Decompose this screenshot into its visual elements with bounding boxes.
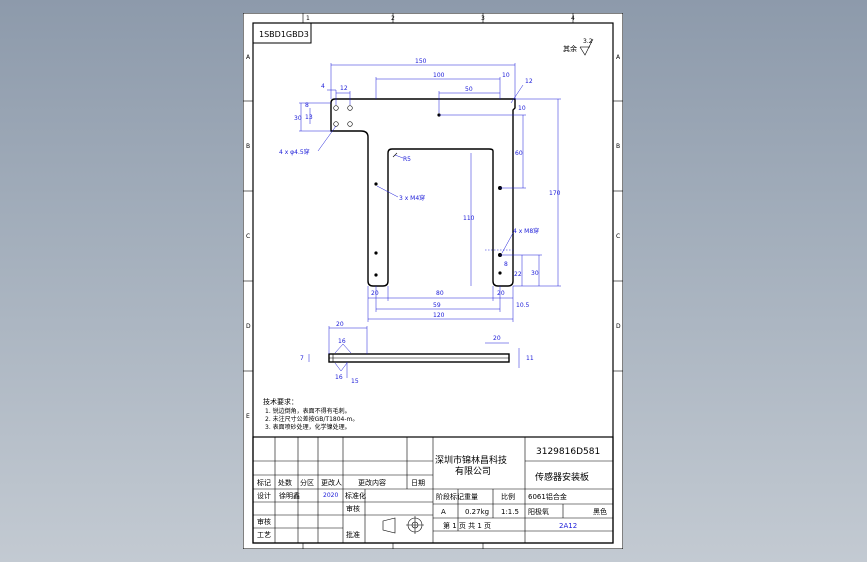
design-label: 设计 [257, 491, 271, 500]
stage: A [441, 508, 446, 516]
standardize-label: 标准化 [345, 491, 366, 500]
callouts: 4 x φ4.5穿 R5 3 x M4穿 4 x M8穿 [279, 125, 539, 254]
header-zone: 分区 [300, 478, 314, 487]
dim-bottom-120: 120 [433, 312, 445, 319]
drawing-code: 2A12 [559, 522, 577, 530]
dim-bottom-20: 20 [371, 290, 379, 297]
dim-bottom-80: 80 [436, 290, 444, 297]
company-line1: 深圳市锦林昌科技 [435, 454, 507, 466]
zone-col-2: 2 [391, 15, 395, 22]
zone-row-b-right: B [616, 143, 620, 150]
dim-bottom-105: 10.5 [516, 302, 530, 309]
dim-right-60: 60 [515, 150, 523, 157]
sheet-info: 第 1 页 共 1 页 [443, 521, 491, 530]
header-mark: 标记 [257, 478, 271, 487]
roughness-value: 3.2 [583, 38, 593, 45]
header-count: 处数 [278, 478, 292, 487]
weight-label: 重量 [464, 493, 478, 501]
drawing-canvas: 1 2 3 4 A B C D E A B C D 1SBD1GBD3 其余 3… [242, 12, 624, 550]
surface2: 黑色 [593, 507, 607, 516]
tech-notes: 技术要求： 1. 锐边倒角，表面不得有毛刺。 2. 未注尺寸公差按GB/T180… [263, 397, 358, 431]
dim-right-8: 8 [504, 261, 508, 268]
projection-symbol [382, 516, 424, 534]
code-box [252, 22, 312, 44]
zone-row-c-right: C [616, 233, 620, 240]
approve-label: 批准 [346, 530, 360, 539]
roughness-label: 其余 [563, 44, 577, 53]
dim-right-22: 22 [514, 271, 522, 278]
zone-col-3: 3 [481, 15, 485, 22]
dim-top-12b: 12 [340, 85, 348, 92]
design-date: 2020 [323, 492, 338, 499]
header-content: 更改内容 [358, 478, 386, 487]
callout-holes-left: 4 x φ4.5穿 [279, 148, 310, 156]
dim-inner-110: 110 [463, 215, 475, 222]
zone-markers: 1 2 3 4 A B C D E A B C D [243, 13, 623, 549]
part-side-view: 20 7 15 20 11 16 16 [300, 321, 534, 385]
company-line2: 有限公司 [455, 465, 491, 477]
callout-m4: 3 x M4穿 [399, 194, 425, 202]
code-box-text: 1SBD1GBD3 [259, 30, 309, 39]
notes-line-2: 2. 未注尺寸公差按GB/T1804-m。 [265, 415, 358, 423]
side-dim-20b: 20 [493, 335, 501, 342]
dim-right-30: 30 [531, 270, 539, 277]
drawing-sheet: 1 2 3 4 A B C D E A B C D 1SBD1GBD3 其余 3… [242, 12, 624, 550]
part-number: 3129816D581 [536, 447, 600, 457]
dim-left-30: 30 [294, 115, 302, 122]
zone-row-b: B [246, 143, 250, 150]
dim-right-170: 170 [549, 190, 561, 197]
dim-50: 50 [465, 86, 473, 93]
zone-col-4: 4 [571, 15, 575, 22]
zone-row-a-right: A [616, 54, 621, 61]
dim-top-8: 8 [305, 102, 309, 109]
review-label: 审核 [257, 517, 271, 526]
notes-line-3: 3. 表面喷砂处理，化学镍处理。 [265, 423, 351, 431]
dim-top-10: 10 [502, 72, 510, 79]
material: 6061铝合金 [528, 492, 567, 501]
dim-left-13: 13 [305, 114, 313, 121]
zone-row-c: C [246, 233, 250, 240]
dim-top-12: 12 [525, 78, 533, 85]
process-label: 工艺 [257, 531, 271, 539]
side-tol-16a: 16 [338, 338, 346, 345]
roughness-symbol: 其余 3.2 [563, 38, 594, 56]
side-tol-16b: 16 [335, 374, 343, 381]
side-dim-11: 11 [526, 355, 534, 362]
callout-m8: 4 x M8穿 [513, 227, 539, 235]
part-name: 传感器安装板 [535, 471, 589, 483]
header-date: 日期 [411, 479, 425, 487]
notes-title: 技术要求： [263, 397, 298, 406]
callout-radius: R5 [403, 156, 411, 163]
zone-row-e: E [246, 413, 250, 420]
header-changer: 更改人 [321, 478, 342, 487]
dim-150: 150 [415, 58, 427, 65]
scale: 1:1.5 [501, 508, 519, 516]
zone-row-a: A [246, 54, 251, 61]
dim-right-10: 10 [518, 105, 526, 112]
dim-bottom-20b: 20 [497, 290, 505, 297]
side-dim-7: 7 [300, 355, 304, 362]
title-block: 深圳市锦林昌科技 有限公司 3129816D581 传感器安装板 标记 处数 分… [252, 436, 614, 544]
zone-col-1: 1 [306, 15, 310, 22]
zone-row-d-right: D [616, 323, 621, 330]
stage-label: 阶段标记 [436, 492, 464, 501]
side-dim-15: 15 [351, 378, 359, 385]
dimensions: 150 100 50 10 12 4 12 30 13 8 170 60 10 [294, 58, 561, 322]
side-dim-20: 20 [336, 321, 344, 328]
scale-label: 比例 [501, 492, 515, 501]
designer: 徐明鑫 [279, 491, 300, 500]
check-label: 审核 [346, 504, 360, 513]
dim-top-4: 4 [321, 83, 325, 90]
notes-line-1: 1. 锐边倒角，表面不得有毛刺。 [265, 407, 351, 415]
surface: 阳极氧 [528, 507, 549, 516]
dim-bottom-59: 59 [433, 302, 441, 309]
zone-row-d: D [246, 323, 251, 330]
dim-100: 100 [433, 72, 445, 79]
weight: 0.27kg [465, 508, 489, 516]
